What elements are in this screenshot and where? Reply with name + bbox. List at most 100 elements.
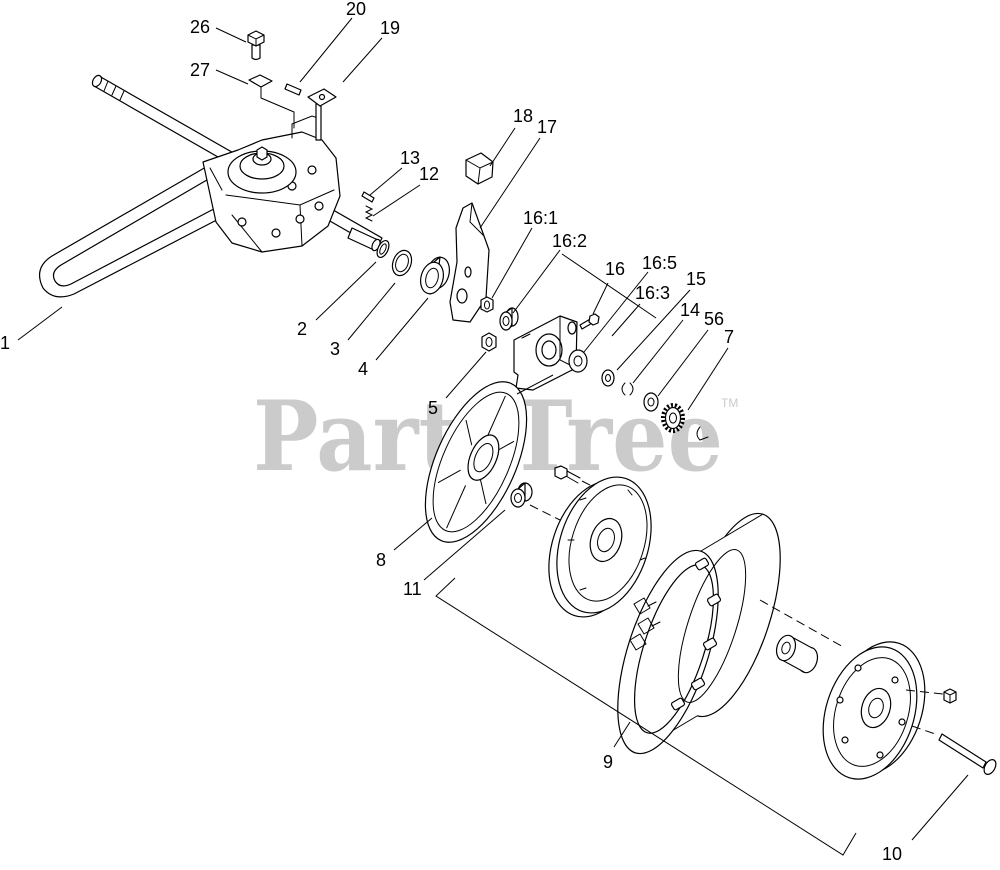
bushing-16-2: [499, 307, 519, 331]
leader-16-3: [611, 303, 641, 337]
leader-17: [479, 137, 541, 229]
leader-16-2: [512, 249, 561, 314]
leader-1: [17, 306, 63, 341]
leader-18: [489, 127, 516, 167]
leader-8: [393, 517, 433, 551]
callout-4: 4: [358, 359, 368, 379]
tire-window: [694, 557, 710, 571]
washer-15: [601, 369, 615, 387]
callout-17: 17: [537, 117, 557, 137]
tire: [617, 512, 781, 755]
callout-10: 10: [882, 844, 902, 864]
leader-lines: [17, 17, 969, 856]
e-clip: [696, 426, 709, 441]
callout-1: 1: [0, 333, 10, 353]
hub-screw: [554, 465, 581, 484]
leader-12: [372, 184, 421, 217]
hub-bolt: [891, 676, 899, 684]
bushing-11: [510, 482, 533, 508]
leader-16-5: [583, 271, 649, 353]
screw-16-3: [579, 313, 600, 330]
callout-5: 5: [428, 398, 438, 418]
callout-19: 19: [380, 18, 400, 38]
callout-3: 3: [330, 339, 340, 359]
callout-2: 2: [297, 319, 307, 339]
leader-20: [299, 17, 353, 83]
leader-7: [687, 347, 729, 411]
leader-9: [613, 721, 631, 748]
bolt-26: [247, 30, 265, 61]
tire-window: [690, 677, 706, 691]
callout-27: 27: [190, 60, 210, 80]
leader-56: [657, 329, 709, 397]
tire-window: [702, 637, 718, 651]
washer-16-5: [568, 349, 588, 373]
callout-8: 8: [376, 550, 386, 570]
leader-2: [315, 261, 377, 321]
drive-pulley: [227, 146, 297, 194]
callout-16-5: 16:5: [642, 253, 677, 273]
leader-13: [369, 167, 403, 196]
hub-bolt: [841, 736, 849, 744]
center-line: [759, 599, 846, 649]
callout-56: 56: [704, 309, 724, 329]
pin-13: [361, 191, 375, 203]
gear-7: [661, 403, 685, 433]
callout-18: 18: [513, 106, 533, 126]
outer-wheel-hub: [822, 641, 926, 780]
spring-12: [364, 205, 374, 222]
retaining-ring-2: [376, 239, 390, 259]
callout-labels: 26 20 19 27 18 17 13 12 16:1 16:2 16 16:…: [0, 0, 902, 864]
leader-3: [347, 282, 396, 341]
callout-15: 15: [686, 269, 706, 289]
housing-bolt: [307, 165, 317, 175]
hub-nut: [943, 688, 957, 704]
center-line: [905, 689, 944, 695]
hub-bolt: [854, 664, 862, 672]
center-line: [911, 725, 939, 736]
bearing-4: [419, 256, 451, 295]
leader-27: [215, 69, 249, 85]
callout-11: 11: [403, 579, 422, 599]
wheel-cover-8: [424, 381, 528, 543]
axle-bolt-10: [938, 733, 997, 775]
housing-bolt: [314, 201, 324, 211]
callout-16-1: 16:1: [523, 208, 558, 228]
tire-window: [670, 697, 686, 711]
leader-14: [632, 319, 684, 384]
callout-26: 26: [190, 17, 210, 37]
callout-16-2: 16:2: [552, 231, 587, 251]
callout-14: 14: [680, 300, 700, 320]
bracket-plate-17: [449, 202, 490, 323]
callout-12: 12: [419, 164, 439, 184]
leader-26: [215, 27, 247, 43]
hub-bolt: [876, 751, 884, 759]
bracket-9: [435, 577, 857, 856]
inner-wheel-hub: [548, 476, 652, 618]
bracket-27: [248, 74, 295, 129]
leader-5: [445, 351, 487, 399]
tire-window: [706, 593, 722, 607]
housing-bolt: [271, 228, 281, 238]
callout-9: 9: [603, 752, 613, 772]
tire-tread: [629, 597, 661, 651]
callout-20: 20: [346, 0, 366, 19]
clip-18: [465, 152, 494, 185]
leader-10: [911, 774, 969, 841]
leader-11: [423, 509, 506, 581]
pin-20: [284, 83, 302, 96]
nut-16-1: [480, 296, 494, 313]
bearing-housing-16: [513, 315, 578, 391]
housing-bolt: [295, 214, 305, 224]
leader-16-1: [491, 227, 533, 299]
washer-3: [391, 249, 413, 277]
watermark-trademark: TM: [721, 396, 738, 410]
axle-bushing: [775, 634, 819, 674]
leader-4: [375, 297, 429, 361]
nut-5: [481, 332, 497, 352]
leader-19: [342, 37, 383, 83]
callout-13: 13: [400, 148, 420, 168]
leader-15: [616, 289, 691, 371]
bracket-16: [516, 253, 657, 395]
